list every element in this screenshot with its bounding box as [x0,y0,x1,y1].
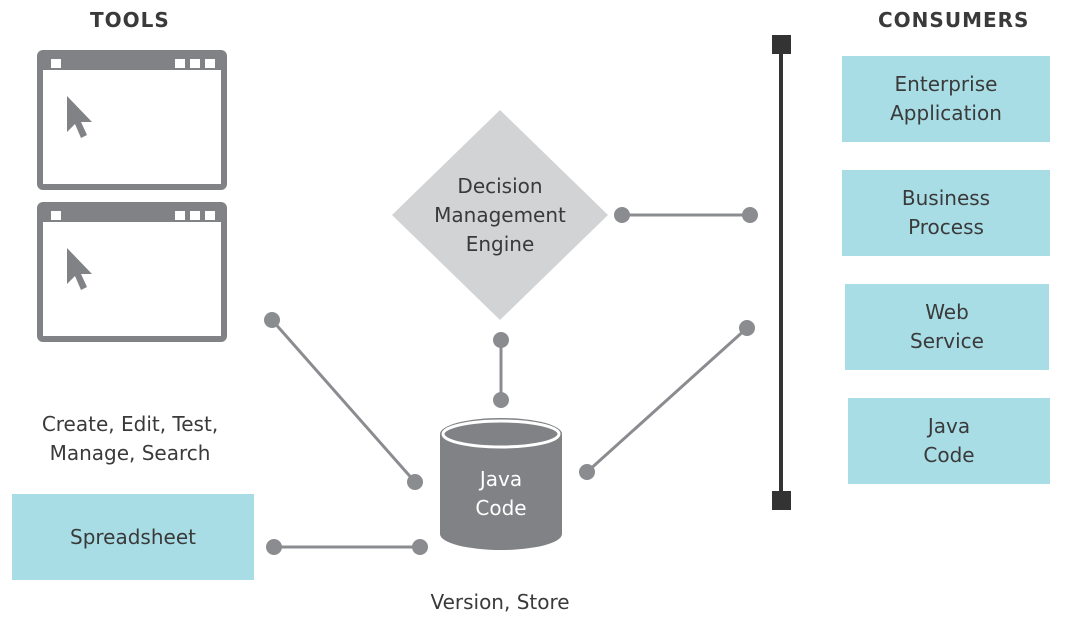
consumer-label-line2: Service [910,329,984,353]
tools-repository-connector [270,319,417,483]
consumer-box-business-process: Business Process [842,170,1050,256]
spreadsheet-box: Spreadsheet [12,494,254,580]
tools-heading: TOOLS [90,8,170,32]
repository-caption: Version, Store [430,590,570,614]
tool-window [37,202,227,342]
consumer-label-line2: Process [908,215,984,239]
repository-cylinder [440,418,562,550]
engine-label-line2: Management [434,203,566,227]
cursor-icon [67,248,92,290]
repository-bus-connector [585,326,749,474]
engine-label: Decision Management Engine [420,172,580,259]
window-title-bar [43,208,221,222]
consumer-label-line1: Business [901,186,991,210]
connector-node [742,207,758,223]
connector-node [412,539,428,555]
bus-end-top [772,35,791,54]
consumer-label-line1: Web [925,300,969,324]
connector-node [407,474,423,490]
connector-node [614,207,630,223]
consumer-box-java-code: Java Code [848,398,1050,484]
tools-caption-line1: Create, Edit, Test, [41,412,219,436]
spreadsheet-label: Spreadsheet [70,524,196,549]
engine-label-line3: Engine [465,232,535,256]
consumer-label-line2: Code [923,443,975,467]
connector-node [493,392,509,408]
consumer-label-line1: Java [927,414,971,438]
cursor-icon [67,96,92,138]
tools-caption-line2: Manage, Search [49,441,211,465]
consumers-heading: CONSUMERS [878,8,1030,32]
consumer-box-enterprise-application: Enterprise Application [842,56,1050,142]
repository-label-line2: Code [475,496,527,520]
connector-node [266,539,282,555]
tools-caption: Create, Edit, Test, Manage, Search [10,410,250,468]
connector-node [493,332,509,348]
engine-diamond [392,110,608,320]
connector-node [579,464,595,480]
connector-node [264,312,280,328]
bus-end-bottom [772,491,791,510]
consumer-label-line1: Enterprise [894,72,998,96]
connector-node [739,320,755,336]
consumer-label-line2: Application [890,101,1002,125]
tool-window [37,50,227,190]
window-title-bar [43,56,221,70]
repository-label-line1: Java [479,467,523,491]
engine-label-line1: Decision [457,174,543,198]
repository-label: Java Code [441,465,561,523]
consumer-box-web-service: Web Service [845,284,1049,370]
